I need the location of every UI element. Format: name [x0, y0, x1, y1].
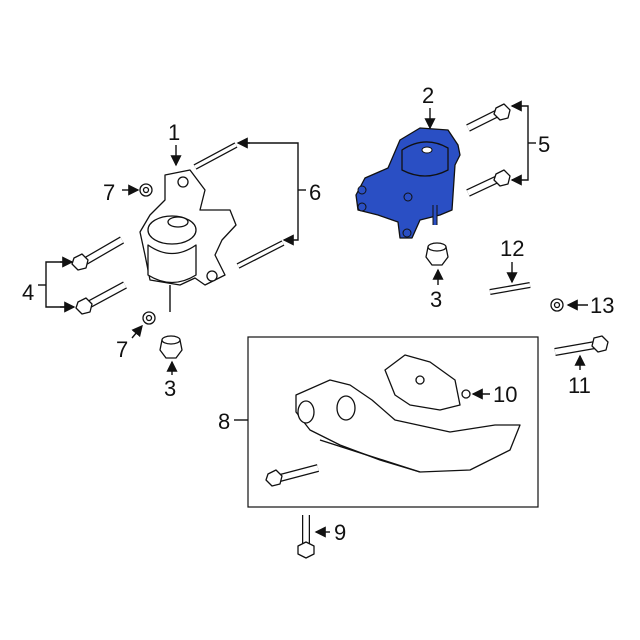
callout-5: 5 — [538, 132, 550, 157]
callout-13: 13 — [590, 293, 614, 318]
bolt-8[interactable] — [265, 464, 320, 487]
transmission-mount-highlighted[interactable] — [355, 127, 461, 239]
engine-mount-left[interactable] — [139, 169, 237, 312]
callout-12: 12 — [500, 236, 524, 261]
callout-7: 7 — [116, 337, 128, 362]
callout-11: 11 — [568, 373, 591, 398]
bolt-11[interactable] — [554, 335, 609, 356]
bolt-4[interactable] — [71, 236, 127, 315]
callout-10: 10 — [493, 382, 517, 407]
callout-2: 2 — [422, 83, 434, 108]
callout-1: 1 — [168, 120, 180, 145]
bracket-10[interactable] — [384, 354, 471, 411]
nut-7[interactable] — [139, 183, 156, 325]
crossmember-group-box — [247, 336, 539, 508]
callout-7: 7 — [103, 180, 115, 205]
callout-6: 6 — [309, 180, 321, 205]
bolt-5[interactable] — [466, 103, 511, 197]
callout-4: 4 — [22, 280, 34, 305]
callout-8: 8 — [218, 409, 230, 434]
stud-6[interactable] — [193, 142, 285, 269]
callout-3: 3 — [430, 287, 442, 312]
crossmember[interactable] — [295, 379, 521, 473]
pin-12[interactable] — [489, 282, 531, 295]
nut-3[interactable] — [159, 242, 449, 359]
nut-13[interactable] — [550, 298, 564, 312]
callout-9: 9 — [334, 520, 346, 545]
bolt-9[interactable] — [297, 515, 315, 559]
leader-lines — [38, 100, 588, 538]
callout-3: 3 — [164, 376, 176, 401]
